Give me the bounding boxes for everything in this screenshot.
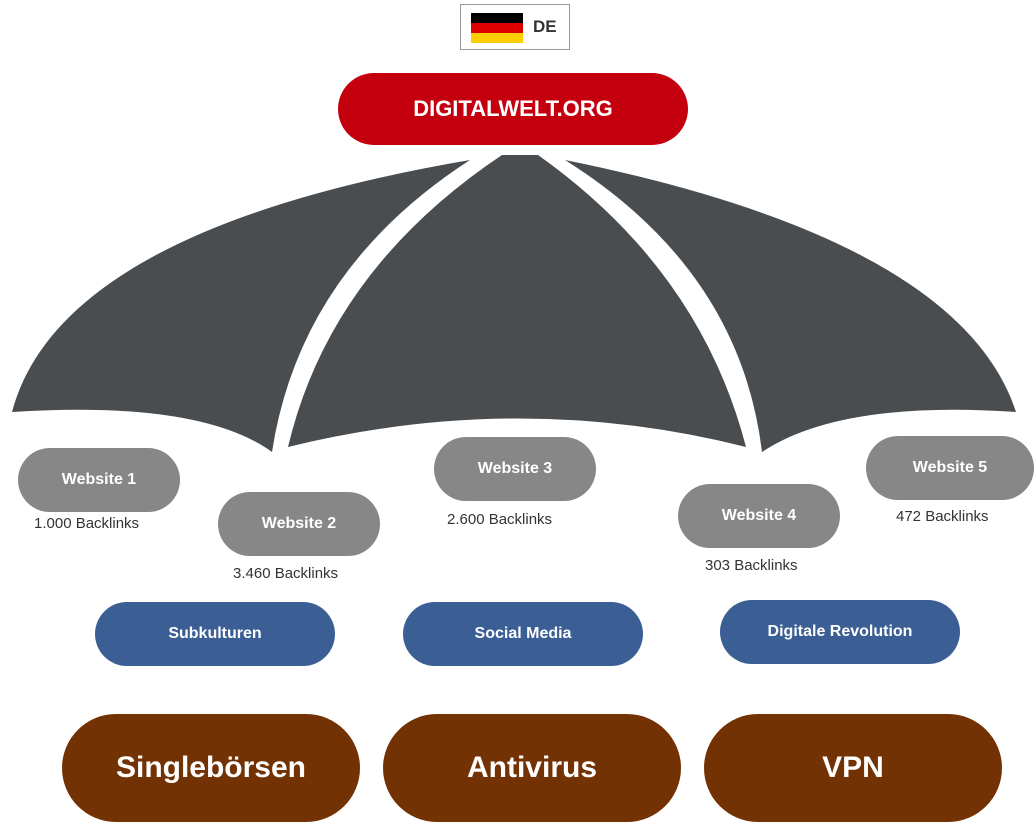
website-4-backlinks: 303 Backlinks <box>705 557 798 574</box>
website-5-backlinks: 472 Backlinks <box>896 508 989 525</box>
category-social-media: Social Media <box>403 602 643 666</box>
website-1-pill: Website 1 <box>18 448 180 512</box>
website-3-pill: Website 3 <box>434 437 596 501</box>
language-code: DE <box>533 17 557 36</box>
category-subkulturen: Subkulturen <box>95 602 335 666</box>
umbrella-panel-left <box>12 160 470 452</box>
website-3-backlinks: 2.600 Backlinks <box>447 511 553 528</box>
umbrella-panel-right <box>565 160 1016 452</box>
topic-singleboersen: Singlebörsen <box>62 714 360 822</box>
topic-antivirus: Antivirus <box>383 714 681 822</box>
language-badge: DE <box>460 4 570 50</box>
germany-flag-icon <box>471 13 523 43</box>
website-5-pill: Website 5 <box>866 436 1034 500</box>
website-4-pill: Website 4 <box>678 484 840 548</box>
website-2-backlinks: 3.460 Backlinks <box>233 565 339 582</box>
topic-vpn: VPN <box>704 714 1002 822</box>
main-site-pill: DIGITALWELT.ORG <box>338 73 688 145</box>
umbrella-panel-center <box>288 155 746 447</box>
website-2-pill: Website 2 <box>218 492 380 556</box>
category-digitale-revolution: Digitale Revolution <box>720 600 960 664</box>
website-1-backlinks: 1.000 Backlinks <box>34 515 140 532</box>
